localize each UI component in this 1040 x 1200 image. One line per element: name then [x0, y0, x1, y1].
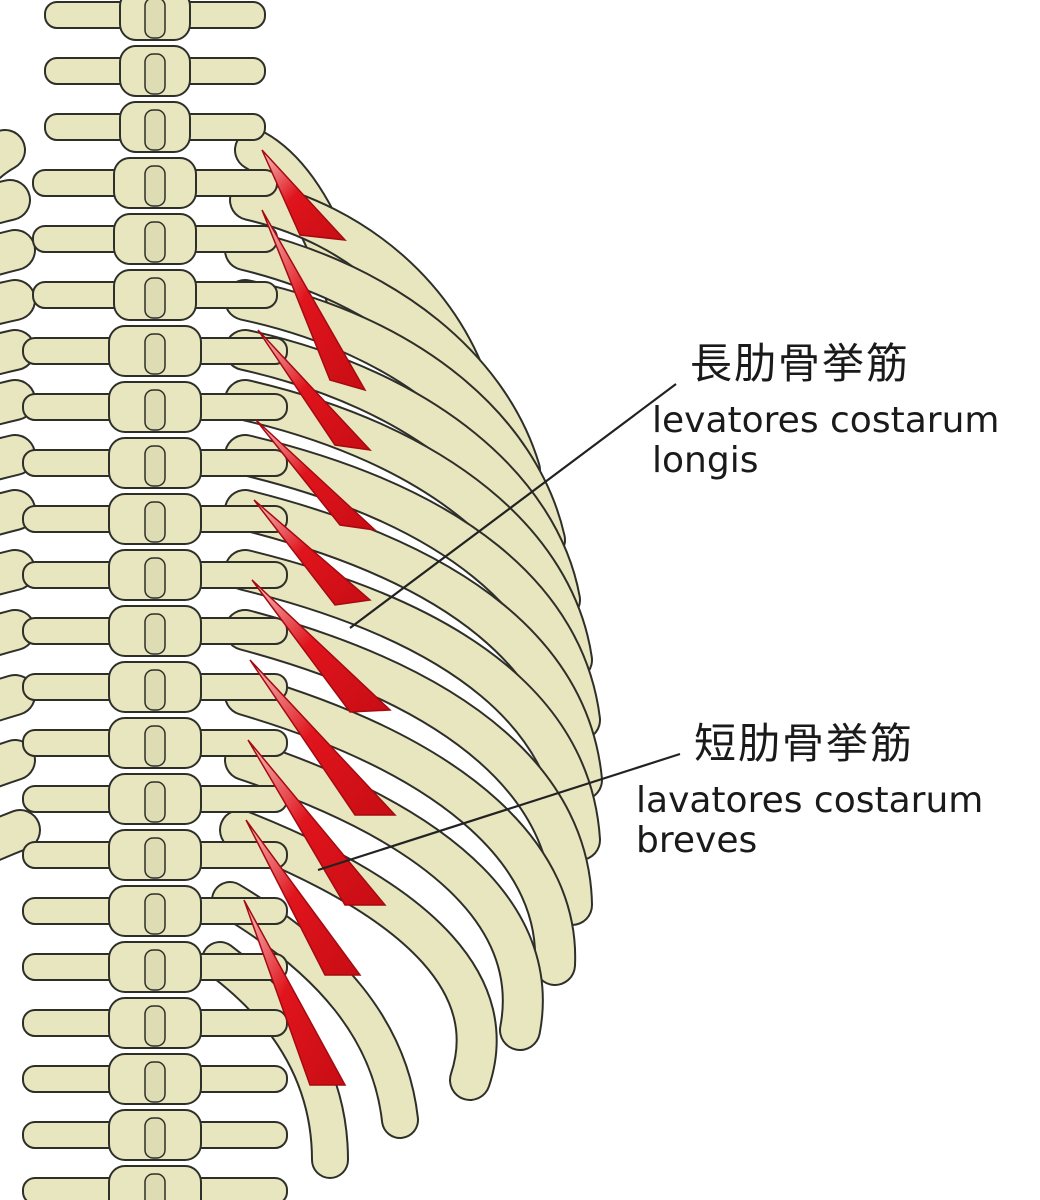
ribs-left: [0, 129, 41, 861]
spinous-process: [144, 557, 166, 599]
leader-line-longis: [349, 383, 677, 629]
muscle-fascicle: [261, 209, 367, 392]
spinous-process: [144, 165, 166, 207]
rib-left: [0, 811, 39, 859]
label-longis-en-1: levatores costarum: [652, 400, 1000, 442]
leader-line-breves: [317, 752, 681, 872]
label-levatores-breves: 短肋骨挙筋 lavatores costarum breves: [636, 720, 983, 862]
label-breves-jp: 短肋骨挙筋: [694, 719, 915, 768]
muscle-fascicle: [253, 499, 372, 606]
spinous-process: [144, 837, 166, 879]
spinous-process: [144, 221, 166, 263]
spinous-process: [144, 893, 166, 935]
spinous-process: [144, 333, 166, 375]
muscle-fascicle: [255, 419, 378, 532]
label-longis-en-2: longis: [652, 440, 759, 482]
muscle-fascicle: [257, 329, 372, 452]
rib-right: [226, 741, 542, 1049]
rib-left-outline: [0, 809, 41, 861]
label-breves-en-2: breves: [636, 820, 758, 862]
vertebral-column: [22, 0, 288, 1200]
rib-left: [0, 741, 34, 786]
muscle-fascicle: [251, 579, 392, 713]
spinous-process: [144, 669, 166, 711]
muscle-fascicle: [243, 899, 347, 1086]
label-breves-en-1: lavatores costarum: [636, 780, 984, 822]
muscle-fascicle: [261, 149, 347, 241]
spinous-process: [144, 109, 166, 151]
spinous-process: [144, 277, 166, 319]
muscle-fascicle: [245, 819, 362, 976]
muscle-fascicle: [249, 659, 397, 816]
spinous-process: [144, 0, 166, 39]
spinous-process: [144, 1173, 166, 1200]
label-levatores-longis: 長肋骨挙筋 levatores costarum longis: [652, 340, 999, 482]
muscle-fascicle: [247, 739, 387, 906]
spinous-process: [144, 389, 166, 431]
spinous-process: [144, 1061, 166, 1103]
spinous-process: [144, 725, 166, 767]
rib-right: [226, 436, 599, 739]
rib-right: [221, 811, 496, 1099]
spinous-process: [144, 53, 166, 95]
spinous-process: [144, 613, 166, 655]
spinous-process: [144, 1005, 166, 1047]
rib-right: [226, 491, 601, 799]
rib-right: [226, 676, 575, 984]
spinous-process: [144, 501, 166, 543]
levatores-costarum-muscles: [243, 149, 397, 1086]
spinous-process: [144, 781, 166, 823]
spinous-process: [144, 949, 166, 991]
spinous-process: [144, 1117, 166, 1159]
spinous-process: [144, 445, 166, 487]
label-longis-jp: 長肋骨挙筋: [690, 339, 911, 388]
rib-left-outline: [0, 739, 36, 788]
